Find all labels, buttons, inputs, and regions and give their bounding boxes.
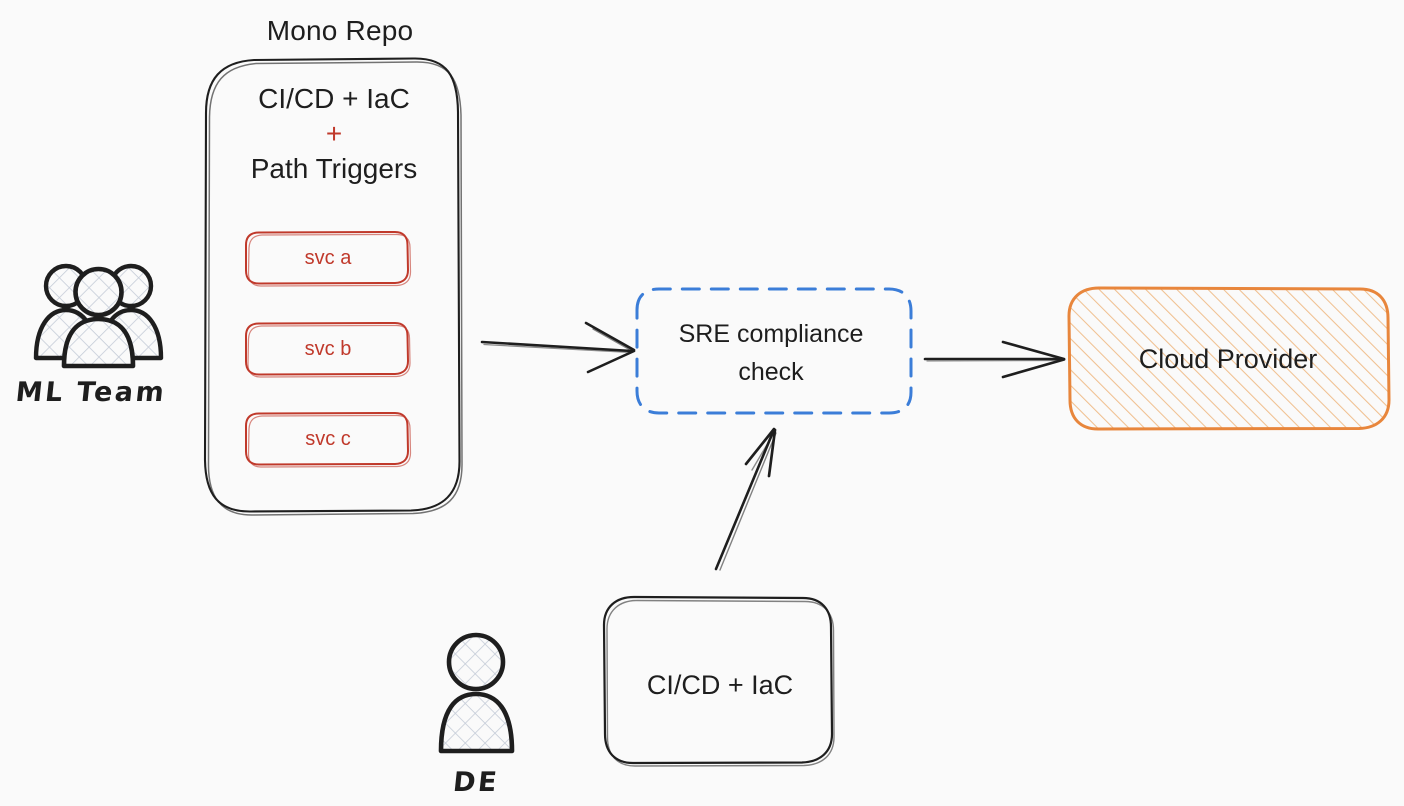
- cicd-iac-box[interactable]: [602, 595, 835, 767]
- svc-a-box[interactable]: [245, 231, 412, 287]
- svc-b-box[interactable]: [245, 322, 411, 378]
- mono-repo-container[interactable]: [203, 57, 463, 516]
- sre-compliance-check-box[interactable]: [635, 287, 913, 415]
- de-icon: [438, 632, 515, 754]
- ml-team-icon: [33, 263, 164, 369]
- svc-c-box[interactable]: [245, 412, 412, 468]
- cloud-provider-box[interactable]: [1067, 286, 1391, 431]
- arrow-monorepo-to-sre: [480, 321, 636, 374]
- arrow-cicd-to-sre: [714, 427, 777, 571]
- arrow-sre-to-cloud: [923, 340, 1066, 379]
